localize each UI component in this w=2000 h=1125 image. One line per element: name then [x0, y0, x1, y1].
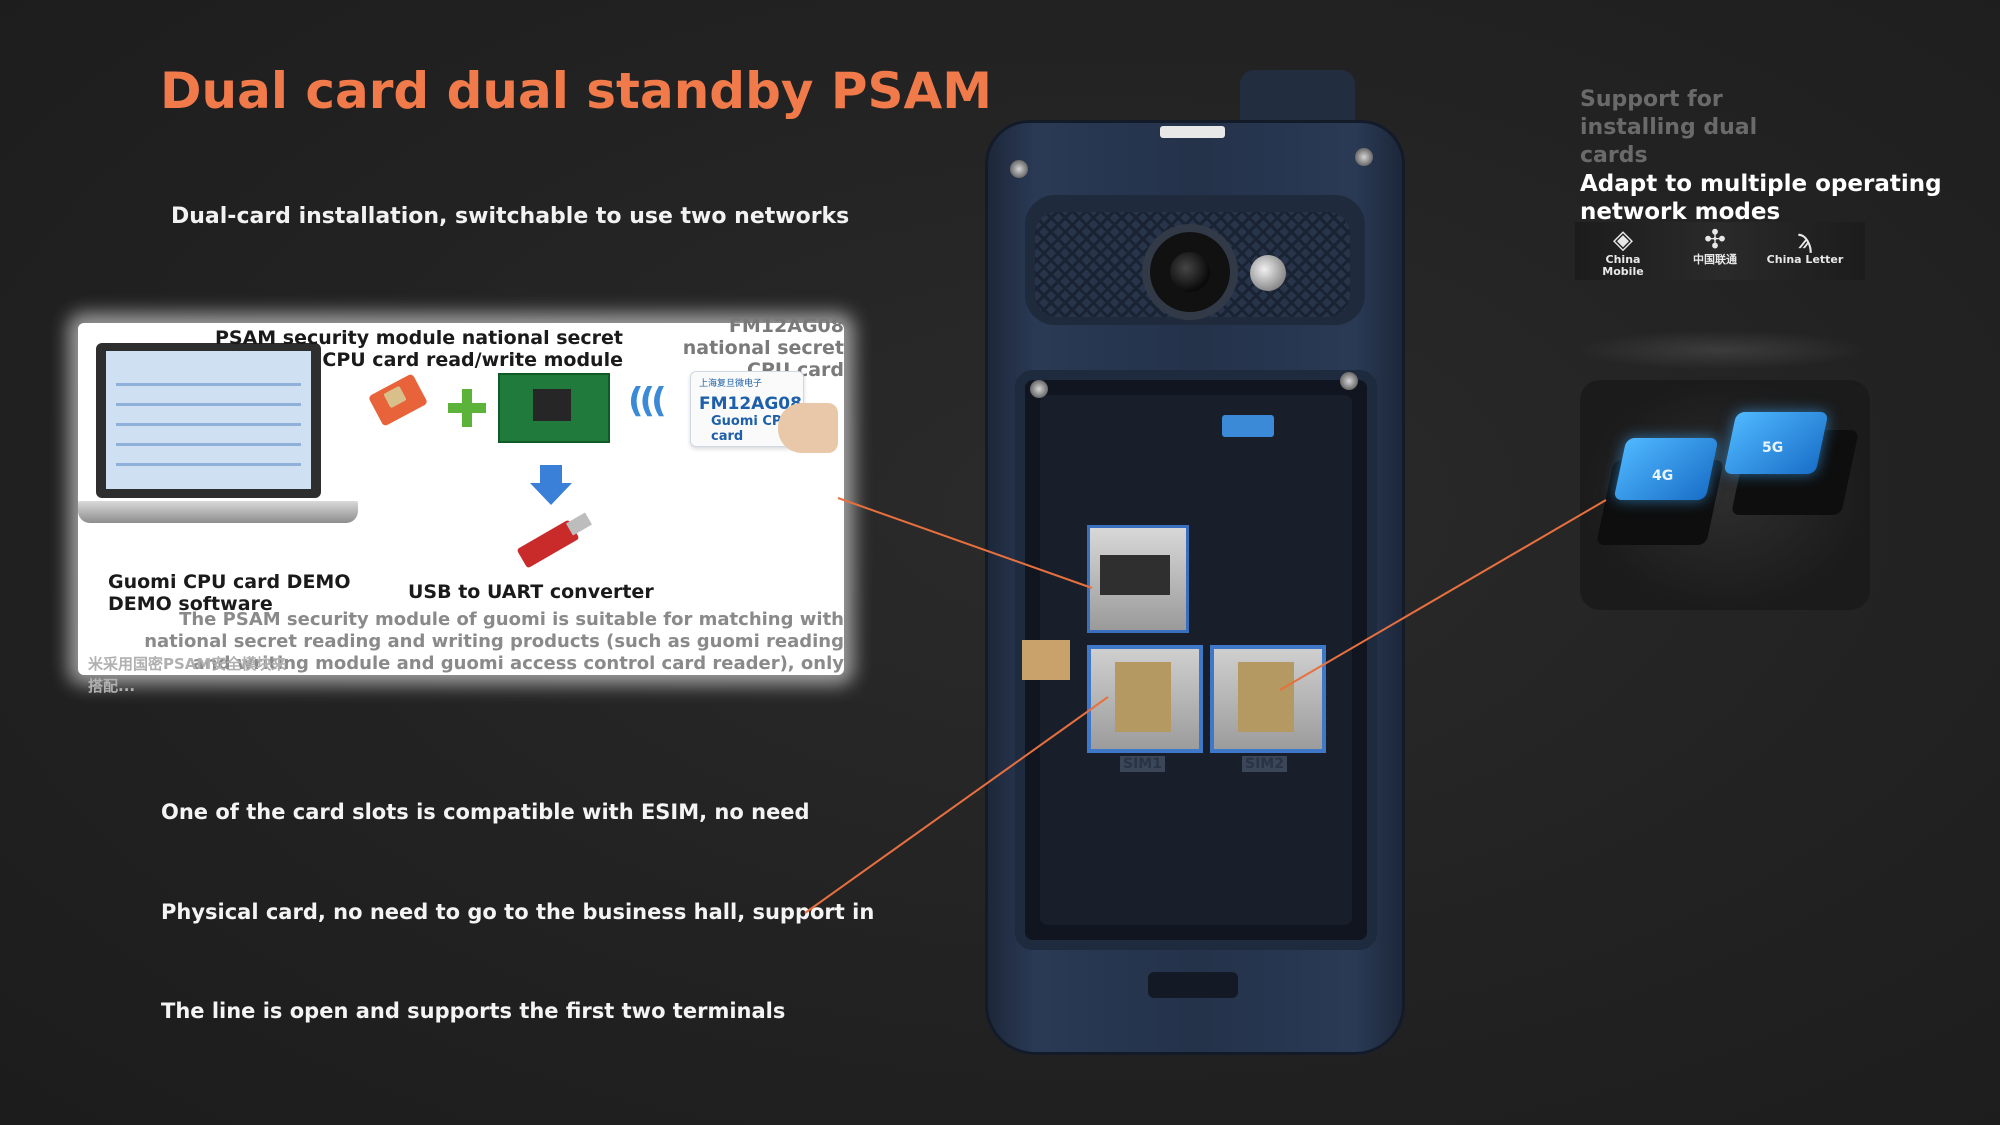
card-brand: 上海复旦微电子: [699, 379, 763, 389]
screw-icon: [1355, 148, 1373, 166]
china-mobile-icon: ◈ China Mobile: [1602, 225, 1644, 278]
psam-diagram-panel: PSAM security module national secret CPU…: [78, 315, 844, 695]
phone-bottom-notch: [1148, 972, 1238, 998]
leader-line-psam: [837, 497, 1093, 589]
screw-icon: [1010, 160, 1028, 178]
sim2-label: SIM2: [1242, 756, 1287, 772]
faded-chinese-text: 米采用国密PSAM安全模块来搭配...: [88, 655, 287, 695]
down-arrow-icon: [540, 465, 562, 483]
flash-icon: [1250, 255, 1286, 291]
camera-lens: [1170, 252, 1210, 292]
plus-icon: [462, 389, 472, 427]
glow-wave-decoration: [1575, 330, 1865, 370]
page-title: Dual card dual standby PSAM: [160, 62, 992, 120]
china-unicom-icon: ✣ 中国联通: [1693, 225, 1737, 266]
screen-row: [116, 423, 301, 426]
feature-esim: One of the card slots is compatible with…: [161, 800, 810, 824]
demo-software-screen: [106, 351, 311, 489]
dual-card-support-text: Support for installing dual cards: [1580, 87, 1758, 168]
battery-contacts: [1022, 640, 1070, 680]
phone-earpiece: [1160, 126, 1225, 138]
feature-line-open: The line is open and supports the first …: [161, 999, 786, 1023]
leader-line-esim: [804, 696, 1109, 914]
usb-label: USB to UART converter: [408, 581, 654, 603]
screen-row: [116, 463, 301, 466]
sim1-label: SIM1: [1120, 756, 1165, 772]
wireless-waves-icon: (((: [628, 381, 667, 421]
hand-icon: [778, 403, 838, 453]
card-name: FM12AG08: [699, 394, 802, 414]
network-modes-line1: Adapt to multiple operating: [1580, 171, 1942, 197]
feature-physical-card: Physical card, no need to go to the busi…: [161, 900, 875, 924]
screen-row: [116, 383, 301, 386]
psam-module-label: PSAM security module national secret CPU…: [214, 327, 623, 371]
screen-row: [116, 443, 301, 446]
page-subtitle: Dual-card installation, switchable to us…: [171, 204, 850, 229]
tf-card-slot-inner: [1100, 555, 1170, 595]
sim1-contacts: [1115, 662, 1171, 732]
laptop-base: [78, 501, 358, 523]
reader-module-chip: [533, 389, 571, 421]
china-telecom-icon: ϡ China Letter: [1766, 225, 1844, 266]
screw-icon: [1030, 380, 1048, 398]
psam-description: The PSAM security module of guomi is sui…: [144, 609, 844, 674]
network-modes-line2: network modes: [1580, 199, 1781, 225]
connector-icon: [1222, 415, 1274, 437]
screen-row: [116, 403, 301, 406]
demo-software-label: Guomi CPU card DEMO DEMO software: [108, 571, 351, 615]
sim2-contacts: [1238, 662, 1294, 732]
chip-4g-label: 4G: [1652, 468, 1674, 484]
carrier-logos: ◈ China Mobile ✣ 中国联通 ϡ China Letter: [1575, 222, 1865, 280]
chip-5g-label: 5G: [1762, 440, 1784, 456]
card-sub: Guomi CPU card: [711, 414, 793, 444]
down-arrow-head: [530, 483, 572, 505]
screw-icon: [1340, 372, 1358, 390]
leader-line-chip: [1279, 499, 1607, 691]
